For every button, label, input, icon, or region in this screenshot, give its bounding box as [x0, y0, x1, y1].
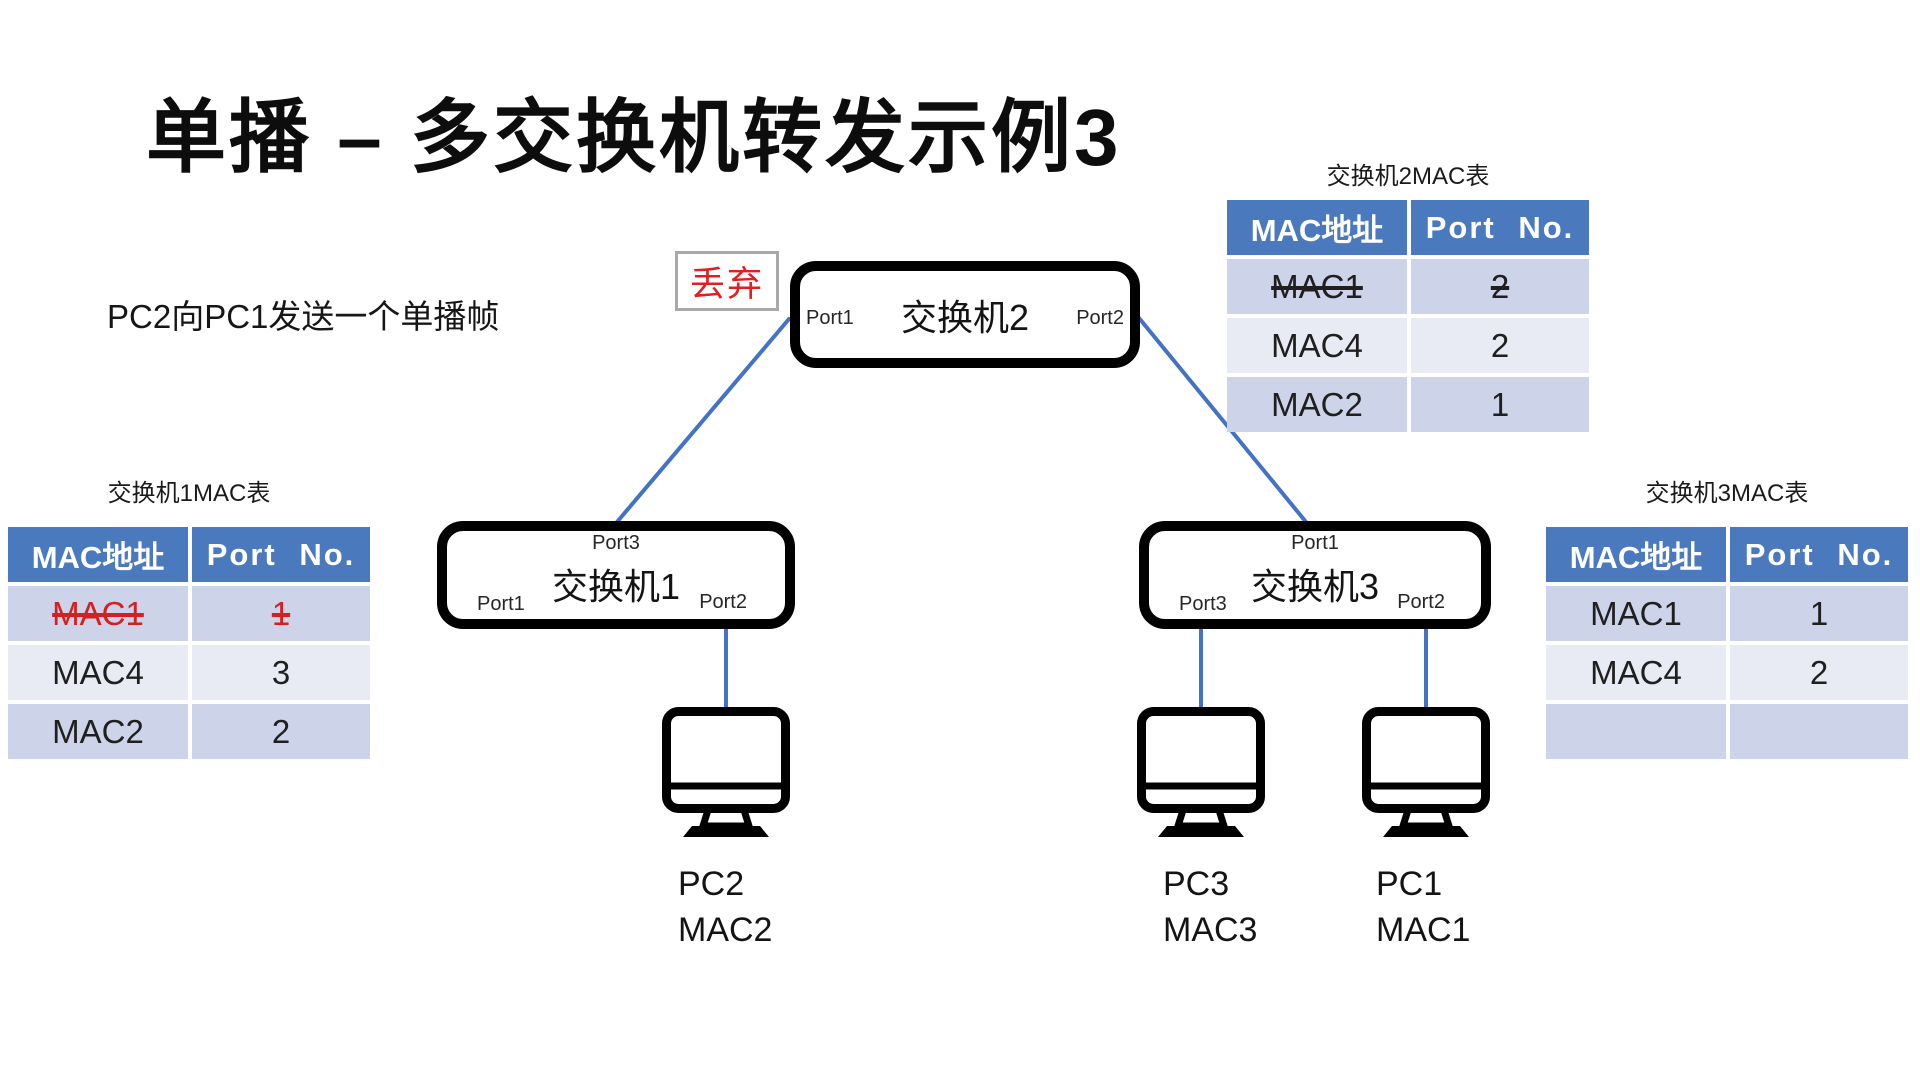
sw2-row1-mac: MAC1 — [1227, 259, 1407, 314]
sw1-row1-port: 1 — [192, 586, 370, 641]
sw3-port2-label: Port2 — [1397, 591, 1445, 613]
link-sw2port1-sw1port3 — [615, 317, 791, 524]
sw1-port1-label: Port1 — [477, 593, 525, 615]
sw3-port1-label: Port1 — [1291, 532, 1339, 554]
pc3-label-block: PC3 MAC3 — [1163, 861, 1257, 953]
pc1-mac: MAC1 — [1376, 911, 1471, 949]
mac-table-switch1: MAC地址 Port No. MAC1 1 MAC4 3 MAC2 2 — [8, 527, 370, 759]
discard-callout: 丢弃 — [675, 251, 779, 311]
discard-label: 丢弃 — [689, 264, 764, 304]
slide-title: 单播 – 多交换机转发示例3 — [146, 93, 1122, 182]
sw2-row1-port: 2 — [1411, 259, 1589, 314]
sw1-header-mac: MAC地址 — [8, 527, 188, 582]
table-caption-switch2: 交换机2MAC表 — [1326, 163, 1490, 190]
sw2-row2-mac: MAC4 — [1227, 318, 1407, 373]
pc1-name: PC1 — [1376, 865, 1443, 903]
sw3-row1-port: 1 — [1730, 586, 1908, 641]
sw1-row3-mac: MAC2 — [8, 704, 188, 759]
sw2-row3-port: 1 — [1411, 377, 1589, 432]
switch3-name: 交换机3 — [1250, 566, 1380, 607]
scenario-description: PC2向PC1发送一个单播帧 — [107, 298, 500, 335]
switch1-name: 交换机1 — [551, 566, 681, 607]
sw1-row2-mac: MAC4 — [8, 645, 188, 700]
pc1-label-block: PC1 MAC1 — [1376, 861, 1470, 953]
link-sw2port2-sw3port1 — [1137, 316, 1308, 524]
sw1-row3-port: 2 — [192, 704, 370, 759]
sw1-port2-label: Port2 — [699, 591, 747, 613]
sw3-row2-port: 2 — [1730, 645, 1908, 700]
sw3-header-port: Port No. — [1730, 527, 1908, 582]
sw1-port3-label: Port3 — [592, 532, 640, 554]
pc3-mac: MAC3 — [1163, 911, 1258, 949]
sw3-header-mac: MAC地址 — [1546, 527, 1726, 582]
mac-table-switch3: MAC地址 Port No. MAC1 1 MAC4 2 — [1546, 527, 1908, 759]
sw1-row1-mac: MAC1 — [8, 586, 188, 641]
sw1-header-port: Port No. — [192, 527, 370, 582]
pc2-mac: MAC2 — [678, 911, 773, 949]
pc2-monitor-icon — [662, 707, 790, 837]
sw2-header-mac: MAC地址 — [1227, 200, 1407, 255]
table-caption-switch1: 交换机1MAC表 — [107, 480, 271, 507]
sw3-row3-mac — [1546, 704, 1726, 759]
pc3-name: PC3 — [1163, 865, 1230, 903]
pc2-label-block: PC2 MAC2 — [678, 861, 772, 953]
sw2-port2-label: Port2 — [1076, 307, 1124, 329]
pc2-name: PC2 — [678, 865, 745, 903]
pc1-monitor-icon — [1362, 707, 1490, 837]
mac-table-switch2: MAC地址 Port No. MAC1 2 MAC4 2 MAC2 1 — [1227, 200, 1589, 432]
sw3-row3-port — [1730, 704, 1908, 759]
switch-box-2: Port1 交换机2 Port2 — [790, 261, 1140, 368]
sw3-row1-mac: MAC1 — [1546, 586, 1726, 641]
sw3-port3-label: Port3 — [1179, 593, 1227, 615]
sw3-row2-mac: MAC4 — [1546, 645, 1726, 700]
switch2-name: 交换机2 — [900, 296, 1030, 338]
sw2-row2-port: 2 — [1411, 318, 1589, 373]
sw2-port1-label: Port1 — [806, 307, 854, 329]
table-caption-switch3: 交换机3MAC表 — [1645, 480, 1809, 507]
switch-box-1: Port3 交换机1 Port1 Port2 — [437, 521, 795, 629]
pc3-monitor-icon — [1137, 707, 1265, 837]
sw2-header-port: Port No. — [1411, 200, 1589, 255]
sw1-row2-port: 3 — [192, 645, 370, 700]
switch-box-3: Port1 交换机3 Port3 Port2 — [1139, 521, 1491, 629]
sw2-row3-mac: MAC2 — [1227, 377, 1407, 432]
